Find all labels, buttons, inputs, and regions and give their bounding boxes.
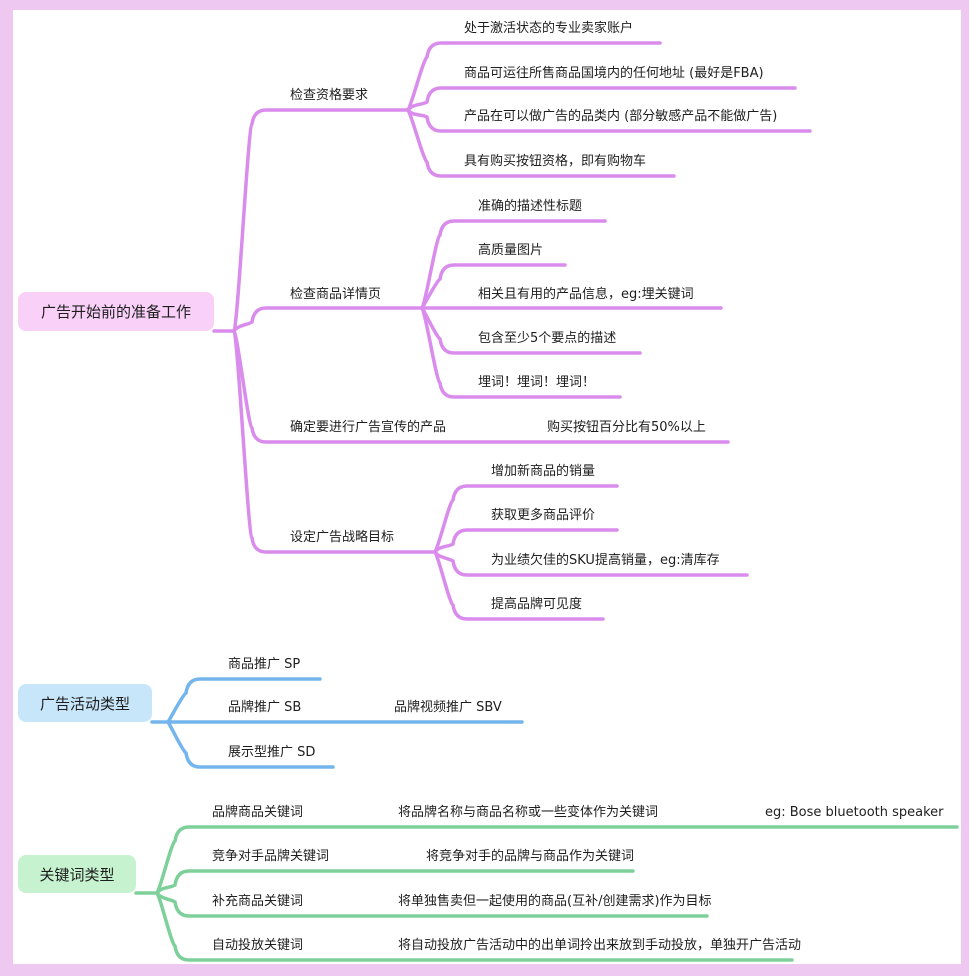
leaf-ship-anywhere[interactable]: 商品可运往所售商品国境内的任何地址 (最好是FBA): [464, 66, 764, 81]
leaf-five-bullets[interactable]: 包含至少5个要点的描述: [478, 331, 617, 346]
note-brand-keywords[interactable]: 将品牌名称与商品名称或一些变体作为关键词: [398, 805, 659, 820]
root-node-prep-label: 广告开始前的准备工作: [40, 303, 191, 321]
branch-competitor-keywords[interactable]: 竞争对手品牌关键词: [212, 849, 330, 864]
branch-brand-keywords[interactable]: 品牌商品关键词: [212, 805, 304, 820]
leaf-eligible-category[interactable]: 产品在可以做广告的品类内 (部分敏感产品不能做广告): [464, 109, 778, 124]
leaf-descriptive-title[interactable]: 准确的描述性标题: [478, 199, 583, 214]
root-node-keywords[interactable]: 关键词类型: [18, 855, 136, 893]
leaf-brand-visibility[interactable]: 提高品牌可见度: [491, 597, 583, 612]
root-node-prep[interactable]: 广告开始前的准备工作: [18, 292, 214, 331]
note-auto-keywords[interactable]: 将自动投放广告活动中的出单词拎出来放到手动投放，单独开广告活动: [398, 938, 802, 953]
branch-check-listing[interactable]: 检查商品详情页: [290, 287, 382, 302]
branch-auto-keywords[interactable]: 自动投放关键词: [212, 938, 304, 953]
leaf-buy-box[interactable]: 具有购买按钮资格，即有购物车: [464, 154, 647, 169]
leaf-increase-new-sales[interactable]: 增加新商品的销量: [491, 464, 596, 479]
root-node-campaign-label: 广告活动类型: [39, 694, 130, 713]
leaf-quality-images[interactable]: 高质量图片: [478, 243, 544, 258]
leaf-active-seller-account[interactable]: 处于激活状态的专业卖家账户: [464, 21, 634, 36]
note-sponsored-brands-video[interactable]: 品牌视频推广 SBV: [394, 700, 502, 715]
root-node-campaign[interactable]: 广告活动类型: [18, 684, 152, 722]
leaf-useful-info[interactable]: 相关且有用的产品信息，eg:埋关键词: [478, 287, 694, 302]
branch-choose-product[interactable]: 确定要进行广告宣传的产品: [290, 420, 447, 435]
root-node-keywords-label: 关键词类型: [39, 865, 115, 884]
note-buy-box-percentage[interactable]: 购买按钮百分比有50%以上: [547, 420, 706, 435]
branch-sponsored-display[interactable]: 展示型推广 SD: [228, 745, 316, 760]
branch-complementary-keywords[interactable]: 补充商品关键词: [212, 894, 304, 909]
leaf-more-reviews[interactable]: 获取更多商品评价: [491, 508, 596, 523]
leaf-embed-keywords[interactable]: 埋词！埋词！埋词！: [478, 375, 596, 390]
leaf-boost-underperforming-sku[interactable]: 为业绩欠佳的SKU提高销量，eg:清库存: [491, 553, 720, 568]
example-brand-keywords[interactable]: eg: Bose bluetooth speaker: [765, 805, 944, 820]
branch-set-goals[interactable]: 设定广告战略目标: [290, 530, 395, 545]
branch-sponsored-brands[interactable]: 品牌推广 SB: [228, 700, 302, 715]
branch-check-eligibility[interactable]: 检查资格要求: [290, 88, 369, 103]
note-complementary-keywords[interactable]: 将单独售卖但一起使用的商品(互补/创建需求)作为目标: [398, 894, 712, 909]
branch-sponsored-products[interactable]: 商品推广 SP: [228, 657, 301, 672]
note-competitor-keywords[interactable]: 将竞争对手的品牌与商品作为关键词: [426, 849, 635, 864]
